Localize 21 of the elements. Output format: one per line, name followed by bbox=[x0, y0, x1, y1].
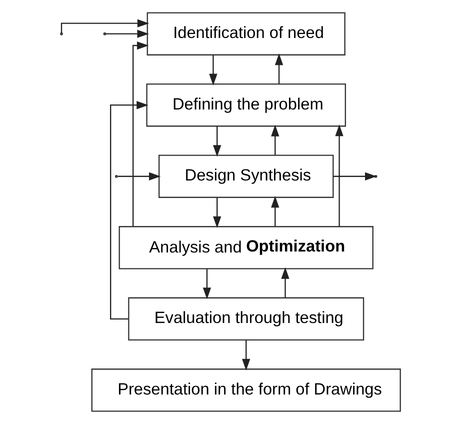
arrow bbox=[110, 101, 148, 320]
arrow bbox=[270, 124, 279, 155]
node-box: Presentation in the form of Drawings bbox=[90, 368, 400, 412]
arrow bbox=[105, 30, 148, 38]
arrow bbox=[334, 124, 343, 227]
node-box: Evaluation through testing bbox=[128, 297, 364, 341]
node-box: Analysis and Optimization bbox=[118, 226, 373, 270]
node-box: Defining the problem bbox=[146, 83, 346, 127]
arrow bbox=[202, 269, 211, 300]
arrow bbox=[208, 55, 217, 86]
arrow bbox=[280, 267, 289, 298]
node-box: Identification of need bbox=[146, 12, 345, 56]
node-box: Design Synthesis bbox=[158, 154, 334, 198]
arrow bbox=[212, 198, 221, 228]
arrow bbox=[60, 19, 149, 33]
arrow bbox=[212, 126, 221, 157]
arrow bbox=[242, 340, 250, 371]
arrow bbox=[132, 41, 148, 226]
arrow bbox=[117, 172, 160, 180]
arrow bbox=[274, 53, 283, 84]
arrow bbox=[270, 196, 279, 226]
